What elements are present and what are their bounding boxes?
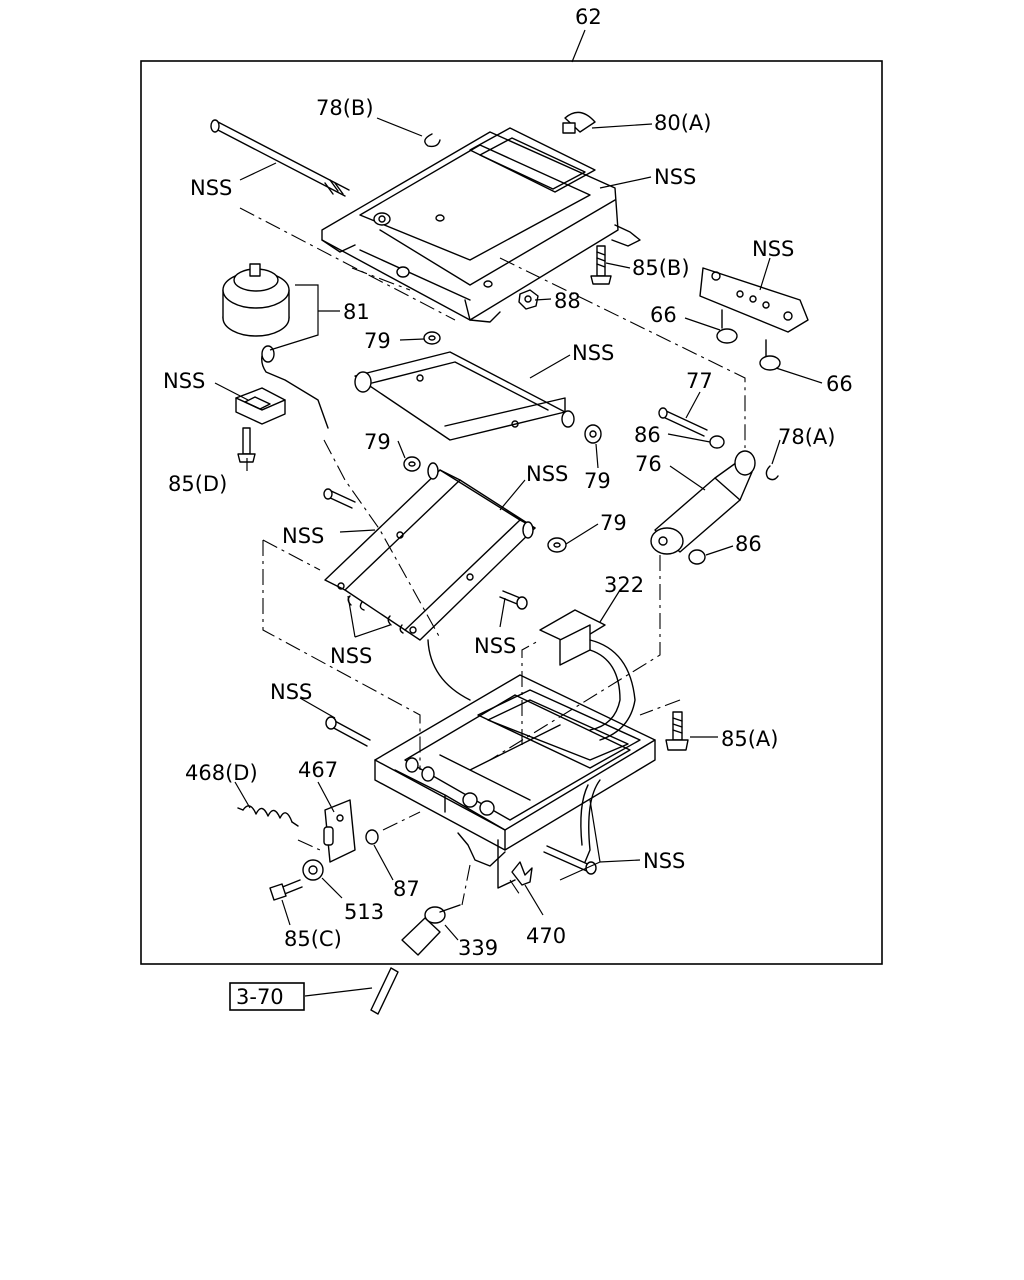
callout-86-upper: 86 (634, 423, 661, 447)
spring-468d (237, 805, 299, 827)
bumper-80a (562, 111, 596, 134)
long-rod (210, 119, 350, 197)
bolt-85d (237, 427, 256, 463)
upper-seat-frame (321, 127, 641, 323)
clip-78a (765, 465, 779, 481)
air-spring-81 (222, 263, 329, 429)
callout-80a: 80(A) (654, 111, 711, 135)
switch-322 (539, 609, 636, 741)
pin-77 (658, 407, 708, 437)
assembly-centerlines (239, 207, 746, 906)
nut-86-upper (709, 435, 725, 449)
washer-79a (423, 331, 441, 345)
washer-87 (365, 829, 379, 845)
callout-77: 77 (686, 369, 713, 393)
plate-467 (323, 799, 356, 863)
callout-85c: 85(C) (284, 927, 342, 951)
nut-88 (518, 289, 539, 310)
callout-nss-bracket: NSS (752, 237, 794, 261)
reference-pipe (370, 967, 399, 1015)
callout-468d: 468(D) (185, 761, 258, 785)
valve-block (235, 387, 286, 425)
callout-85d: 85(D) (168, 472, 227, 496)
side-bracket (699, 267, 809, 333)
lower-base-frame (374, 674, 656, 889)
damper-76 (650, 450, 756, 555)
assembly-number-leader (571, 29, 586, 63)
callout-86-lower: 86 (735, 532, 762, 556)
callout-nss-scissor: NSS (526, 462, 568, 486)
stud-66-lower (759, 339, 781, 371)
callout-nss-upper-frame: NSS (654, 165, 696, 189)
callout-470: 470 (526, 924, 566, 948)
callout-79-mid-right: 79 (584, 469, 611, 493)
air-hose (427, 639, 471, 701)
lower-scissor-arm (324, 462, 536, 641)
callout-66-lower: 66 (826, 372, 853, 396)
callout-nss-pin: NSS (270, 680, 312, 704)
callout-79-mid-left: 79 (364, 430, 391, 454)
upper-scissor-arm (354, 351, 575, 441)
callout-nss-bolt: NSS (282, 524, 324, 548)
parts-line-art (210, 111, 809, 1015)
nut-86-lower (688, 549, 706, 565)
callout-339: 339 (458, 936, 498, 960)
callout-79-upper: 79 (364, 329, 391, 353)
callout-467: 467 (298, 758, 338, 782)
washer-79b (403, 456, 421, 472)
diagram-frame (140, 60, 883, 965)
stud-66-upper (716, 309, 738, 344)
callout-nss-block: NSS (163, 369, 205, 393)
callout-nss-rod: NSS (190, 176, 232, 200)
callout-81: 81 (343, 300, 370, 324)
bolt-85a (665, 711, 689, 751)
callout-labels: 78(B) 80(A) NSS NSS 85(B) NSS 88 81 66 6… (163, 96, 853, 960)
bolt-85b (590, 245, 612, 285)
pin-base (325, 716, 371, 747)
callout-85a: 85(A) (721, 727, 778, 751)
callout-leaders (214, 117, 823, 997)
callout-88: 88 (554, 289, 581, 313)
callout-nss-base: NSS (643, 849, 685, 873)
clip-470 (511, 861, 533, 886)
callout-76: 76 (635, 452, 662, 476)
callout-322: 322 (604, 573, 644, 597)
callout-85b: 85(B) (632, 256, 690, 280)
callout-nss-bolt-lower: NSS (474, 634, 516, 658)
callout-nss-arm: NSS (572, 341, 614, 365)
assembly-number: 62 (575, 5, 602, 29)
bolt-85c (269, 879, 303, 901)
collar-513 (302, 859, 324, 881)
bolt-scissor (323, 488, 356, 509)
fitting-339 (401, 904, 461, 956)
reference-box-border (229, 982, 305, 1011)
washer-79c (584, 424, 602, 444)
bolt-lower (499, 590, 528, 610)
callout-513: 513 (344, 900, 384, 924)
reference-box-label: 3-70 (236, 985, 284, 1009)
callout-79-lower: 79 (600, 511, 627, 535)
pin-lower (543, 845, 597, 875)
washer-79d (547, 537, 567, 553)
callout-nss-clips: NSS (330, 644, 372, 668)
callout-78b: 78(B) (316, 96, 374, 120)
clip-78b (424, 133, 441, 148)
callout-66-upper: 66 (650, 303, 677, 327)
callout-87: 87 (393, 877, 420, 901)
reference-box[interactable]: 3-70 (229, 982, 305, 1011)
callout-78a: 78(A) (778, 425, 835, 449)
